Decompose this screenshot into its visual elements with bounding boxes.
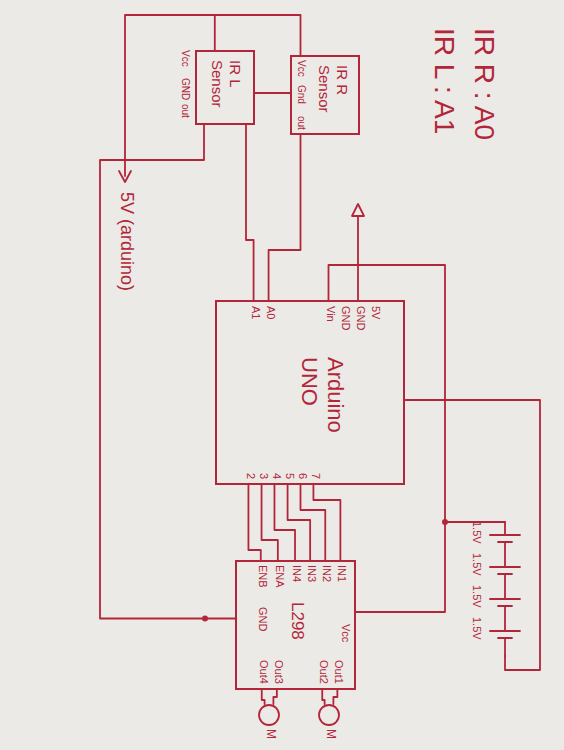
- pin-map-note: IR L : A1: [428, 28, 460, 134]
- board-name: Arduino UNO: [297, 357, 348, 457]
- cell-voltage: 1.5V: [470, 521, 483, 544]
- ground-arrow: [352, 204, 364, 216]
- wire: [322, 690, 324, 704]
- motor-label: M: [263, 729, 277, 739]
- pin-label: GND: [179, 78, 191, 100]
- wire: [262, 690, 265, 704]
- motor-circle: [319, 705, 339, 725]
- pin-label: GND: [256, 607, 269, 631]
- wire: [246, 125, 254, 300]
- wire: [262, 485, 278, 560]
- wire: [313, 485, 340, 560]
- supply-arrow: [119, 171, 131, 182]
- battery-cell: [490, 631, 520, 638]
- motor-outline: [258, 704, 280, 726]
- motor-outline: [318, 704, 340, 726]
- battery-positive-wire: [355, 522, 505, 612]
- pin-number: 6: [296, 473, 309, 479]
- pin-label: Out3: [272, 660, 285, 684]
- pin-number: 7: [309, 473, 322, 479]
- pin-label: out: [179, 104, 191, 118]
- junction-dot: [442, 519, 448, 525]
- pin-label: IN4: [290, 565, 303, 582]
- wire: [255, 92, 290, 94]
- battery-cell: [490, 599, 520, 606]
- sensor-box: IR R Sensor VccGnd out: [290, 55, 360, 135]
- pin-label: Vcc: [339, 624, 352, 642]
- pin-number: 5: [283, 473, 296, 479]
- pin-number: 3: [257, 473, 270, 479]
- battery-cell: [490, 567, 520, 574]
- wire: [288, 485, 311, 560]
- arduino-board: Arduino UNO5VGNDGNDVinA0A1765432: [215, 300, 405, 485]
- sensor-box: IR L SensorVccGNDout: [195, 50, 255, 125]
- battery-negative-wire: [405, 400, 540, 670]
- cell-voltage: 1.5V: [470, 617, 483, 640]
- pin-number: 4: [270, 473, 283, 479]
- pin-label: IN2: [320, 565, 333, 582]
- pin-label: 5V: [369, 306, 382, 319]
- wire: [269, 135, 301, 300]
- wire: [248, 485, 260, 560]
- cell-voltage: 1.5V: [470, 553, 483, 576]
- motor-circle: [259, 705, 279, 725]
- pin-label: out: [295, 116, 307, 130]
- pin-label: A0: [264, 306, 277, 319]
- pin-label: ENB: [256, 565, 269, 588]
- pin-label: A1: [249, 306, 262, 319]
- motor-symbol: M: [258, 704, 280, 726]
- pin-label: Out2: [317, 660, 330, 684]
- wire: [301, 485, 326, 560]
- pin-label: GND: [354, 306, 367, 330]
- cell-voltage: 1.5V: [470, 585, 483, 608]
- sensor-name: IR R Sensor: [316, 65, 351, 123]
- pin-label: ENA: [273, 565, 286, 588]
- pin-label: Gnd: [295, 85, 307, 104]
- sensor-name: IR L Sensor: [209, 60, 244, 118]
- driver-name: L298: [287, 602, 307, 640]
- motor-driver: L298 IN1IN2IN3IN4 ENA ENB GND VccOut1Out2 Out3…: [235, 560, 356, 690]
- motor-symbol: M: [318, 704, 340, 726]
- wire: [273, 690, 276, 704]
- pin-label: Vcc: [295, 60, 307, 77]
- motor-label: M: [323, 729, 337, 739]
- wire: [215, 15, 301, 55]
- ground-wire: [357, 216, 359, 300]
- pin-number: 2: [244, 473, 257, 479]
- supply-label: 5V (arduino): [116, 192, 137, 291]
- pin-label: IN1: [335, 565, 348, 582]
- pin-label: Vcc: [179, 50, 191, 67]
- pin-label: Vin: [324, 306, 337, 322]
- pin-label: GND: [339, 306, 352, 330]
- pin-label: IN3: [305, 565, 318, 582]
- pin-label: Out4: [257, 660, 270, 684]
- battery-cell: [490, 535, 520, 542]
- wire: [333, 690, 337, 704]
- pin-label: Out1: [332, 660, 345, 684]
- pin-map-note: IR R : A0: [468, 28, 500, 140]
